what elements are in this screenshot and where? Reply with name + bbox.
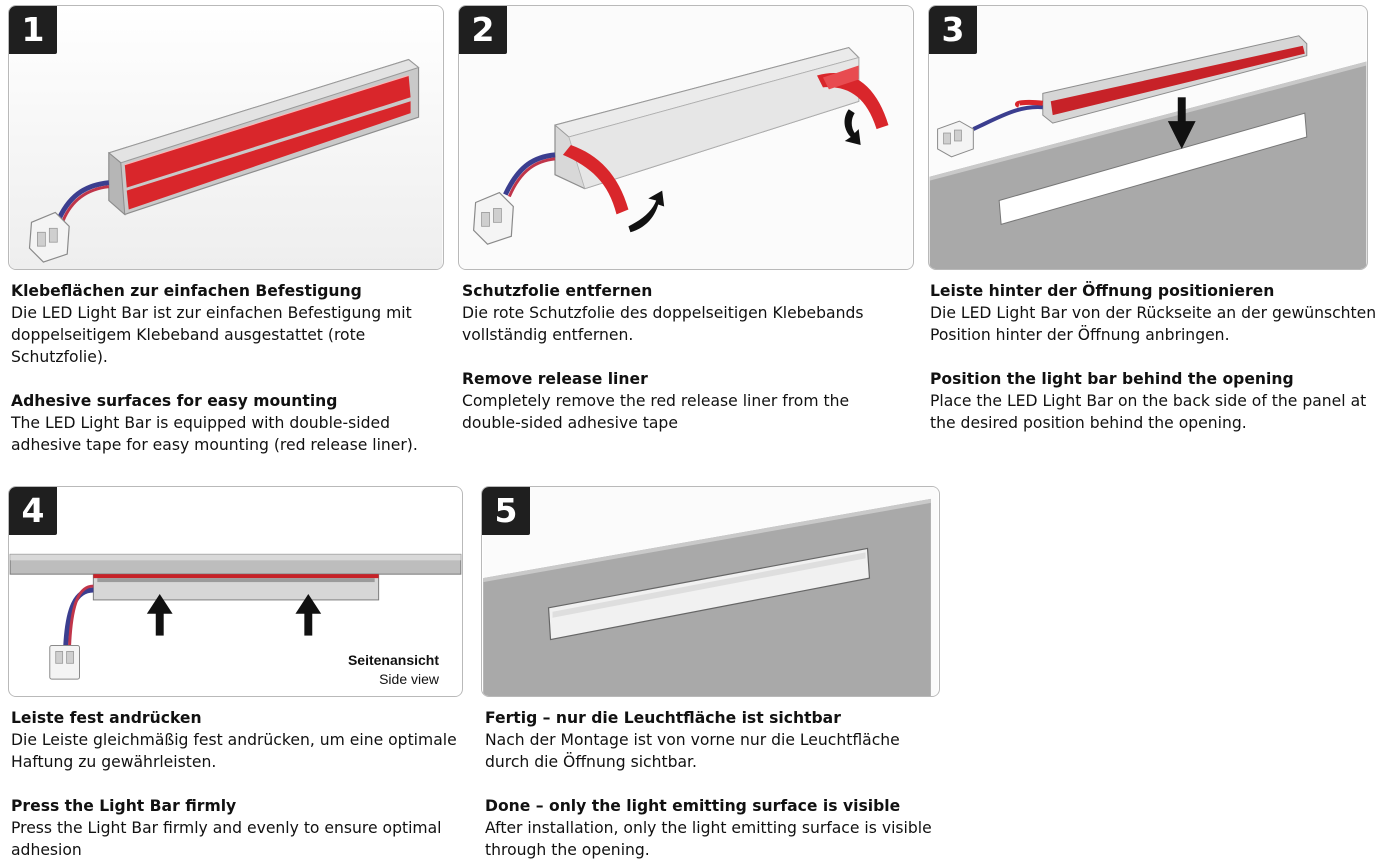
connector-icon <box>473 191 514 245</box>
connector-icon <box>937 120 974 158</box>
side-view-illustration <box>9 487 462 696</box>
finished-illustration <box>483 487 938 696</box>
step-1-en-title: Adhesive surfaces for easy mounting <box>11 392 338 410</box>
step-1-de-text: Die LED Light Bar ist zur einfachen Befe… <box>11 304 412 366</box>
step-5-badge: 5 <box>482 487 530 535</box>
step-1-caption: Klebeflächen zur einfachen Befestigung D… <box>11 280 441 456</box>
connector-icon <box>49 644 80 680</box>
step-4-image: 4 Seitenansicht Side view <box>8 486 463 697</box>
step-3-en-text: Place the LED Light Bar on the back side… <box>930 392 1367 432</box>
step-3-de-title: Leiste hinter der Öffnung positionieren <box>930 282 1275 300</box>
step-2-caption: Schutzfolie entfernen Die rote Schutzfol… <box>462 280 902 434</box>
step-4-en-text: Press the Light Bar firmly and evenly to… <box>11 819 442 859</box>
arrow-up-icon <box>146 593 173 636</box>
step-5-caption: Fertig – nur die Leuchtfläche ist sichtb… <box>485 707 937 861</box>
side-view-label-en: Side view <box>379 671 439 687</box>
step-5-en-text: After installation, only the light emitt… <box>485 819 932 859</box>
rotate-arrow-icon <box>844 109 861 145</box>
step-5-de-title: Fertig – nur die Leuchtfläche ist sichtb… <box>485 709 841 727</box>
step-4-de-text: Die Leiste gleichmäßig fest andrücken, u… <box>11 731 457 771</box>
step-1-badge: 1 <box>9 6 57 54</box>
step-5-de-text: Nach der Montage ist von vorne nur die L… <box>485 731 900 771</box>
side-view-label-de: Seitenansicht <box>347 652 439 668</box>
step-1-de-title: Klebeflächen zur einfachen Befestigung <box>11 282 362 300</box>
led-bar-illustration <box>9 6 443 269</box>
step-4-en-title: Press the Light Bar firmly <box>11 797 237 815</box>
step-4-de-title: Leiste fest andrücken <box>11 709 202 727</box>
step-2-de-text: Die rote Schutzfolie des doppelseitigen … <box>462 304 864 344</box>
step-2-en-title: Remove release liner <box>462 370 648 388</box>
step-5-image: 5 <box>481 486 940 697</box>
step-2-badge: 2 <box>459 6 507 54</box>
step-2-de-title: Schutzfolie entfernen <box>462 282 653 300</box>
step-2-en-text: Completely remove the red release liner … <box>462 392 850 432</box>
step-4-caption: Leiste fest andrücken Die Leiste gleichm… <box>11 707 463 861</box>
side-view-label: Seitenansicht Side view <box>348 651 439 689</box>
curved-arrow-icon <box>628 190 665 233</box>
arrow-up-icon <box>295 593 322 636</box>
remove-liner-illustration <box>459 6 913 269</box>
step-2-image: 2 <box>458 5 914 270</box>
step-3-caption: Leiste hinter der Öffnung positionieren … <box>930 280 1392 434</box>
step-1-image: 1 <box>8 5 444 270</box>
connector-icon <box>28 211 70 263</box>
step-3-en-title: Position the light bar behind the openin… <box>930 370 1294 388</box>
arrow-down-icon <box>1167 97 1196 149</box>
step-4-badge: 4 <box>9 487 57 535</box>
step-3-badge: 3 <box>929 6 977 54</box>
step-1-en-text: The LED Light Bar is equipped with doubl… <box>11 414 418 454</box>
step-3-de-text: Die LED Light Bar von der Rückseite an d… <box>930 304 1377 344</box>
position-bar-illustration <box>929 6 1367 269</box>
step-3-image: 3 <box>928 5 1368 270</box>
step-5-en-title: Done – only the light emitting surface i… <box>485 797 901 815</box>
